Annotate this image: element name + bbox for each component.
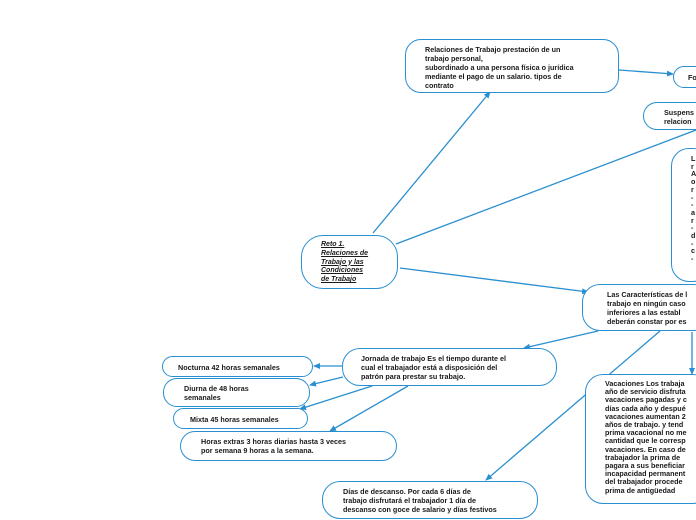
node-causas[interactable]: L r A o r - - a r - d - c - — [671, 148, 696, 282]
link-jornada-mixta — [299, 385, 373, 411]
node-caracteristicas[interactable]: Las Características de l trabajo en ning… — [582, 284, 696, 331]
node-descanso[interactable]: Días de descanso. Por cada 6 días de tra… — [322, 481, 538, 519]
node-root-reto[interactable]: Reto 1. Relaciones de Trabajo y las Cond… — [301, 235, 398, 289]
link-root-suspension — [395, 129, 696, 245]
node-relaciones-trabajo[interactable]: Relaciones de Trabajo prestación de un t… — [405, 39, 619, 93]
link-jornada-diurna — [309, 376, 344, 387]
node-horas-extras[interactable]: Horas extras 3 horas diarias hasta 3 vec… — [180, 431, 397, 461]
link-root-caracteristicas — [399, 267, 589, 295]
node-jornada[interactable]: Jornada de trabajo Es el tiempo durante … — [342, 348, 557, 386]
link-jornada-extras — [329, 385, 409, 432]
link-relaciones-fo — [618, 69, 674, 77]
link-root-relaciones — [372, 91, 491, 234]
node-nocturna[interactable]: Nocturna 42 horas semanales — [162, 356, 313, 377]
node-suspension[interactable]: Suspens relacion — [643, 102, 696, 130]
link-caracteristicas-jornada — [523, 330, 599, 350]
node-vacaciones[interactable]: Vacaciones Los trabaja año de servicio d… — [585, 374, 696, 504]
node-fo[interactable]: Fo — [673, 66, 696, 88]
link-caracteristicas-descanso — [485, 330, 661, 481]
node-diurna[interactable]: Diurna de 48 horas semanales — [163, 378, 310, 407]
node-mixta[interactable]: Mixta 45 horas semanales — [173, 408, 308, 429]
